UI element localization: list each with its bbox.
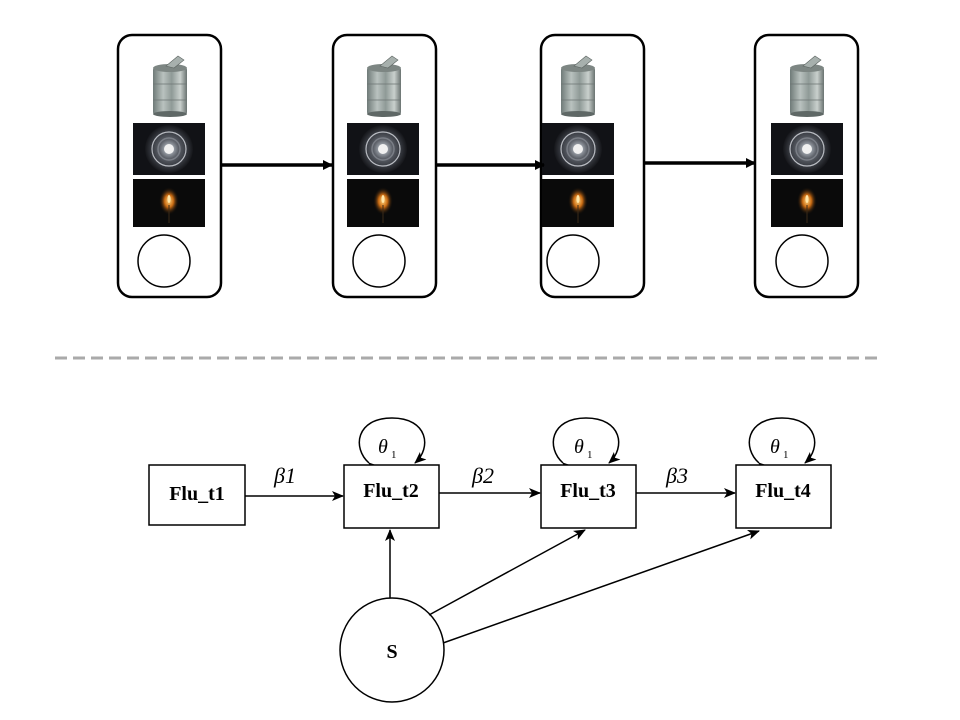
wheel-hub-image [770,122,844,176]
node-flu-t2: Flu_t2 [343,464,440,529]
residual-loop [552,417,621,475]
candle-image [541,178,615,228]
tin-can-image [789,55,825,118]
latent-node-s: S [339,597,445,703]
state-circle [546,234,600,288]
frame-card [753,33,860,299]
wheel-hub-image [132,122,206,176]
frame-sequence [116,33,860,299]
node-flu-t3: Flu_t3 [540,464,637,529]
tin-can-image [560,55,596,118]
svg-text:1: 1 [783,449,789,461]
residual-label: θ 1 [378,436,397,461]
state-circle [137,234,191,288]
frame-card [116,33,223,299]
candle-image [346,178,420,228]
residual-loop [748,417,817,475]
svg-text:θ: θ [378,436,388,458]
frame-card [539,33,646,299]
candle-image [770,178,844,228]
candle-image [132,178,206,228]
frame-card [331,33,438,299]
latent-path-arrow [442,529,760,644]
node-flu-t1: Flu_t1 [148,464,246,526]
path-coefficient: β3 [665,463,688,488]
svg-text:θ: θ [770,436,780,458]
svg-text:Flu_t2: Flu_t2 [363,480,419,502]
node-flu-t4: Flu_t4 [735,464,832,529]
state-circle [775,234,829,288]
wheel-hub-image [346,122,420,176]
svg-text:1: 1 [391,449,397,461]
latent-path-arrow [428,529,586,616]
svg-text:θ: θ [574,436,584,458]
svg-text:Flu_t3: Flu_t3 [560,480,616,502]
state-circle [352,234,406,288]
svg-text:1: 1 [587,449,593,461]
wheel-hub-image [541,122,615,176]
tin-can-image [152,55,188,118]
residual-label: θ 1 [770,436,789,461]
svg-text:S: S [386,641,397,663]
path-coefficient: β1 [273,463,296,488]
svg-text:Flu_t4: Flu_t4 [755,480,811,502]
path-model: θ 1 θ 1 θ 1 Flu_t1 Flu_t2 Flu_t3 Flu_t4 [148,417,832,703]
svg-text:Flu_t1: Flu_t1 [169,483,225,505]
residual-label: θ 1 [574,436,593,461]
path-coefficient: β2 [471,463,494,488]
tin-can-image [366,55,402,118]
residual-loop [358,417,427,475]
